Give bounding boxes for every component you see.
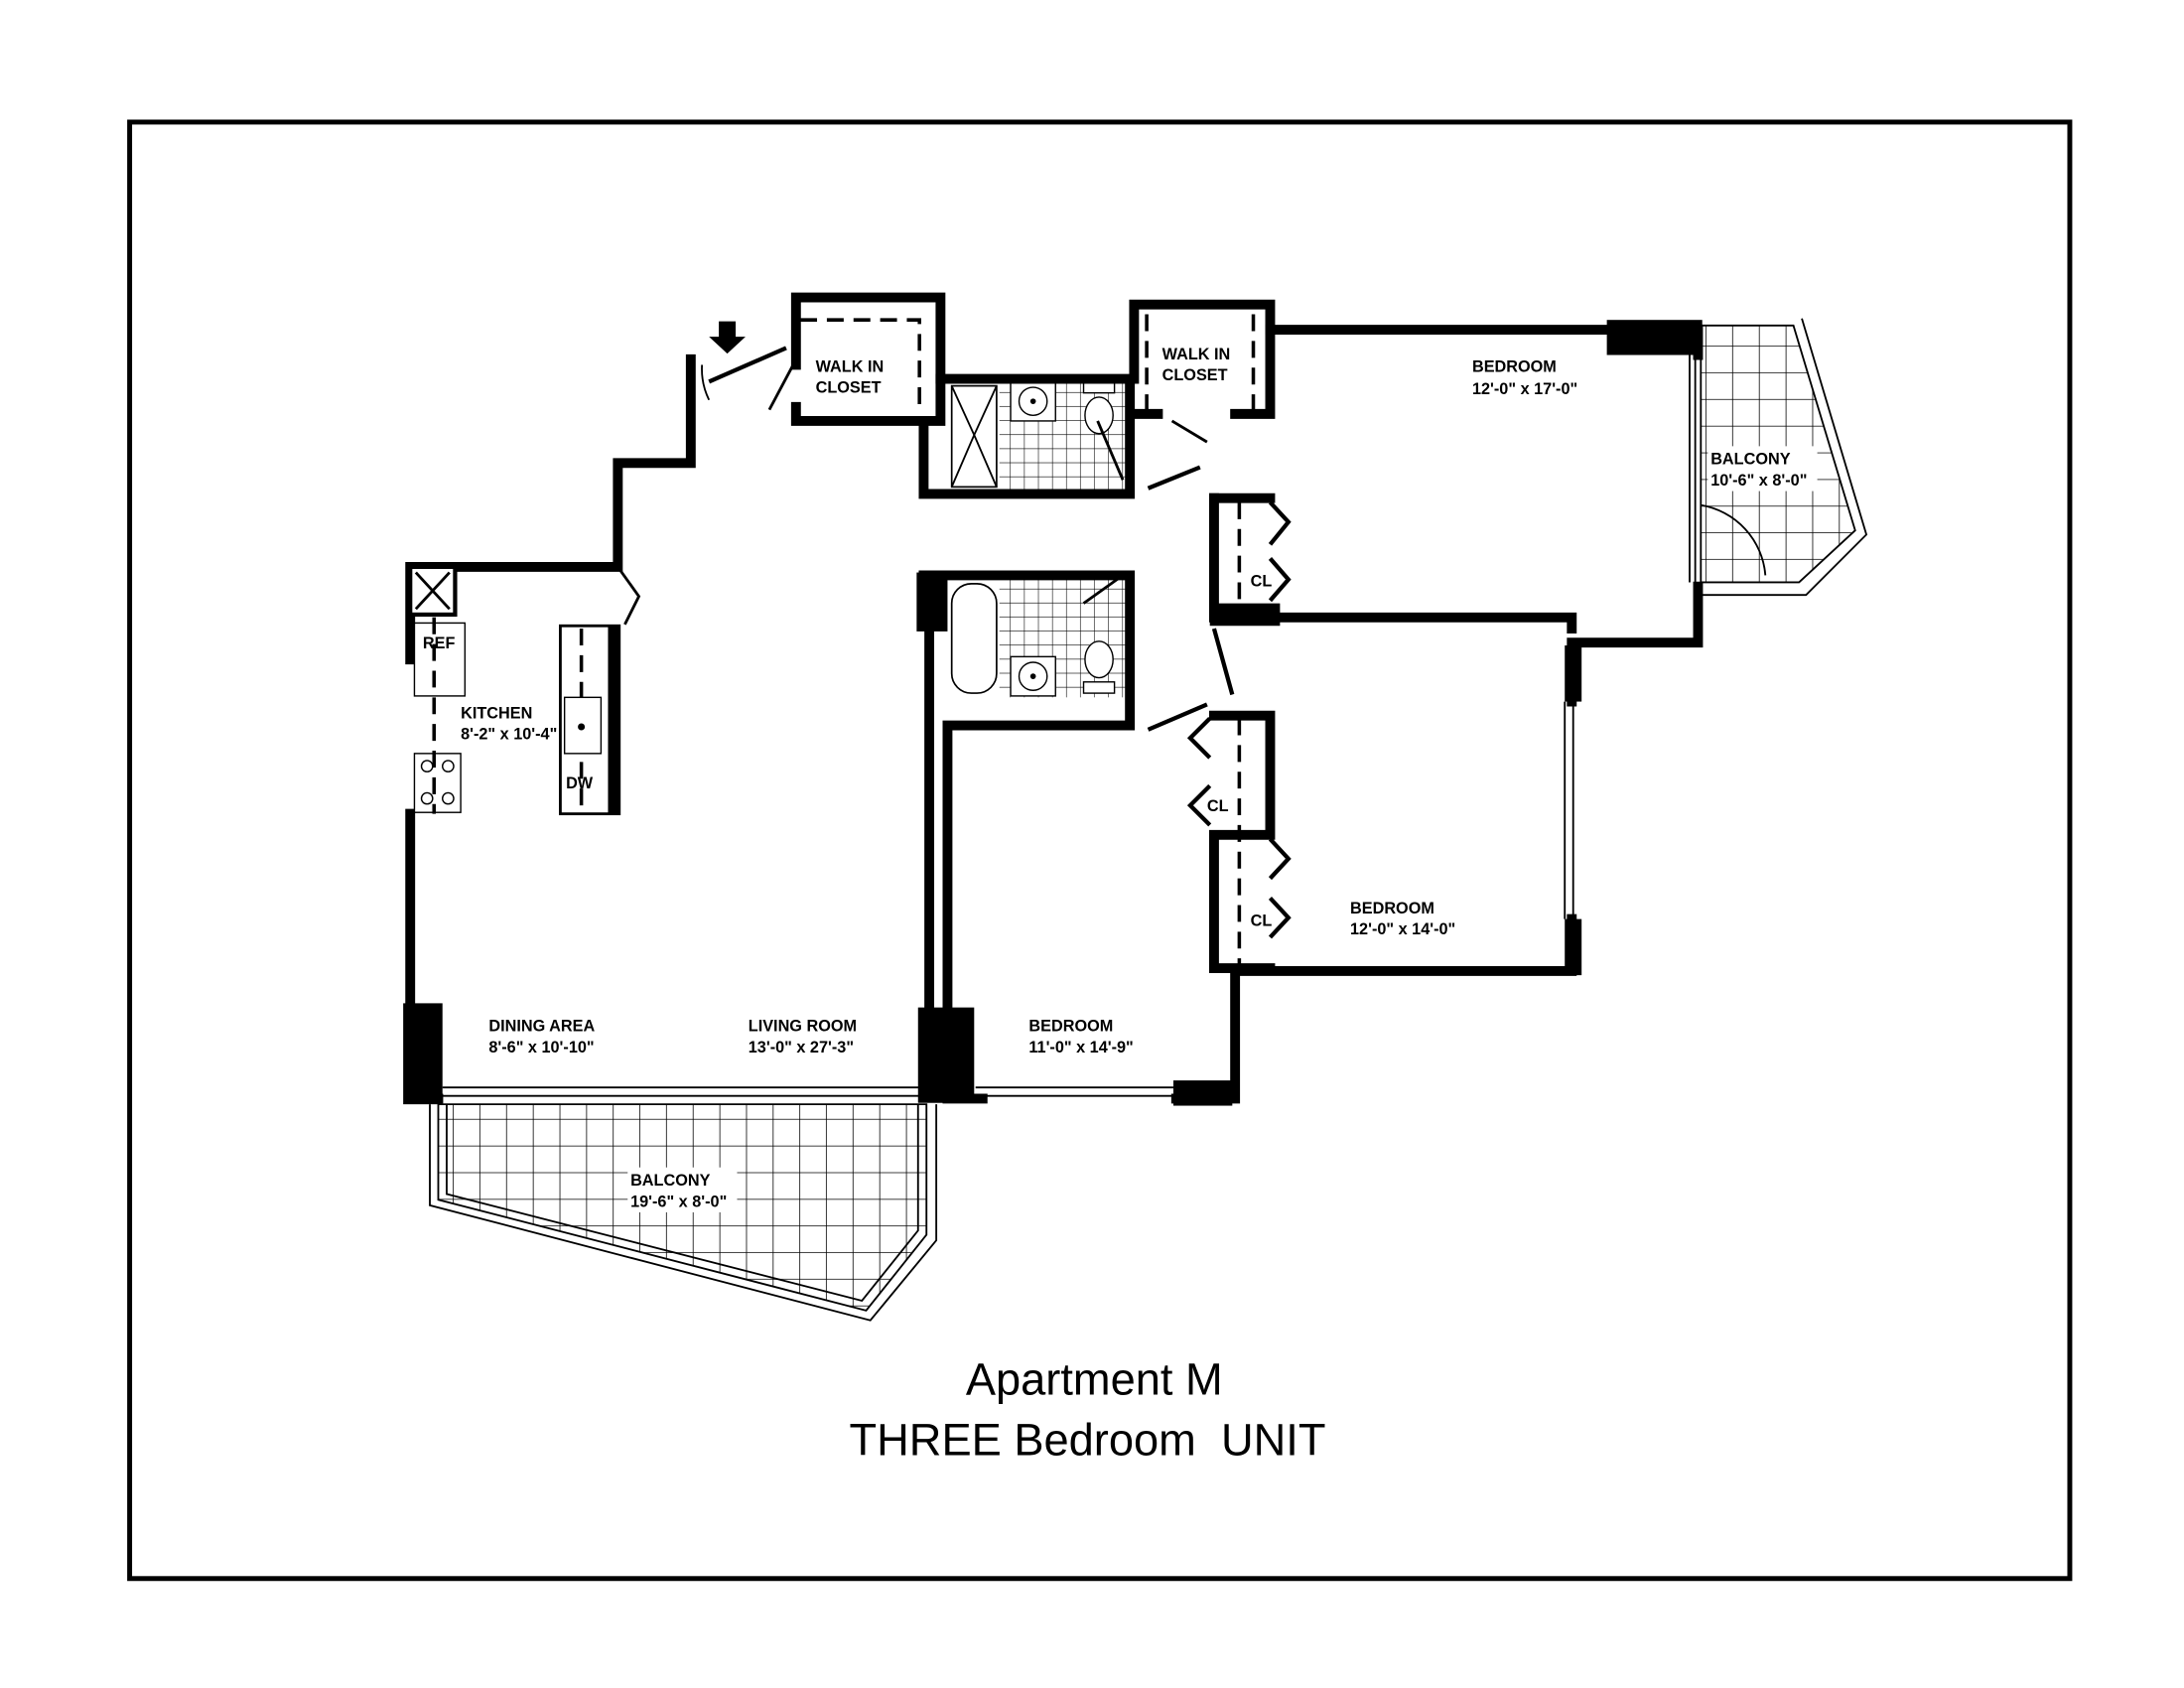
closet-label: CL — [1251, 913, 1273, 930]
sink-icon — [1010, 655, 1056, 697]
sink-icon — [1010, 380, 1056, 422]
dw-label: DW — [566, 774, 594, 792]
dining-size: 8'-6" x 10'-10" — [488, 1039, 594, 1056]
living-name: LIVING ROOM — [749, 1018, 857, 1036]
closet-fixtures — [800, 314, 1292, 966]
toilet-icon — [1082, 380, 1116, 435]
closet-label: CL — [1251, 573, 1273, 591]
bedroom-2-name: BEDROOM — [1350, 900, 1434, 917]
bedroom-1-name: BEDROOM — [1472, 357, 1557, 375]
kitchen-fixtures — [408, 564, 621, 816]
living-size: 13'-0" x 27'-3" — [749, 1039, 854, 1056]
balcony-side-size: 10'-6" x 8'-0" — [1710, 472, 1807, 490]
walk-in-closet-2-label: CLOSET — [1162, 366, 1228, 384]
closet-label: CL — [1207, 797, 1229, 815]
walk-in-closet-2-label: WALK IN — [1162, 346, 1231, 363]
plan-subtitle: THREE Bedroom UNIT — [850, 1414, 1326, 1465]
balcony-main-name: BALCONY — [630, 1172, 711, 1190]
walk-in-closet-1-label: CLOSET — [816, 379, 882, 397]
toilet-icon — [1082, 640, 1116, 694]
page-border — [127, 119, 2073, 1582]
walls — [403, 292, 1704, 1106]
bedroom-1-size: 12'-0" x 17'-0" — [1472, 380, 1577, 398]
dining-name: DINING AREA — [488, 1018, 595, 1036]
doors — [616, 346, 1235, 732]
bedroom-2-size: 12'-0" x 14'-0" — [1350, 920, 1455, 938]
entry-arrow-icon — [709, 321, 746, 354]
walk-in-closet-1-label: WALK IN — [816, 357, 885, 375]
kitchen-name: KITCHEN — [461, 705, 532, 723]
balcony-main-size: 19'-6" x 8'-0" — [630, 1193, 727, 1210]
kitchen-size: 8'-2" x 10'-4" — [461, 726, 557, 744]
plan-title: Apartment M — [966, 1354, 1223, 1405]
bathtub — [950, 583, 998, 694]
ref-label: REF — [423, 634, 456, 652]
balcony-side-name: BALCONY — [1710, 451, 1791, 469]
bedroom-3-size: 11'-0" x 14'-9" — [1028, 1039, 1133, 1056]
bedroom-3-name: BEDROOM — [1028, 1018, 1113, 1036]
